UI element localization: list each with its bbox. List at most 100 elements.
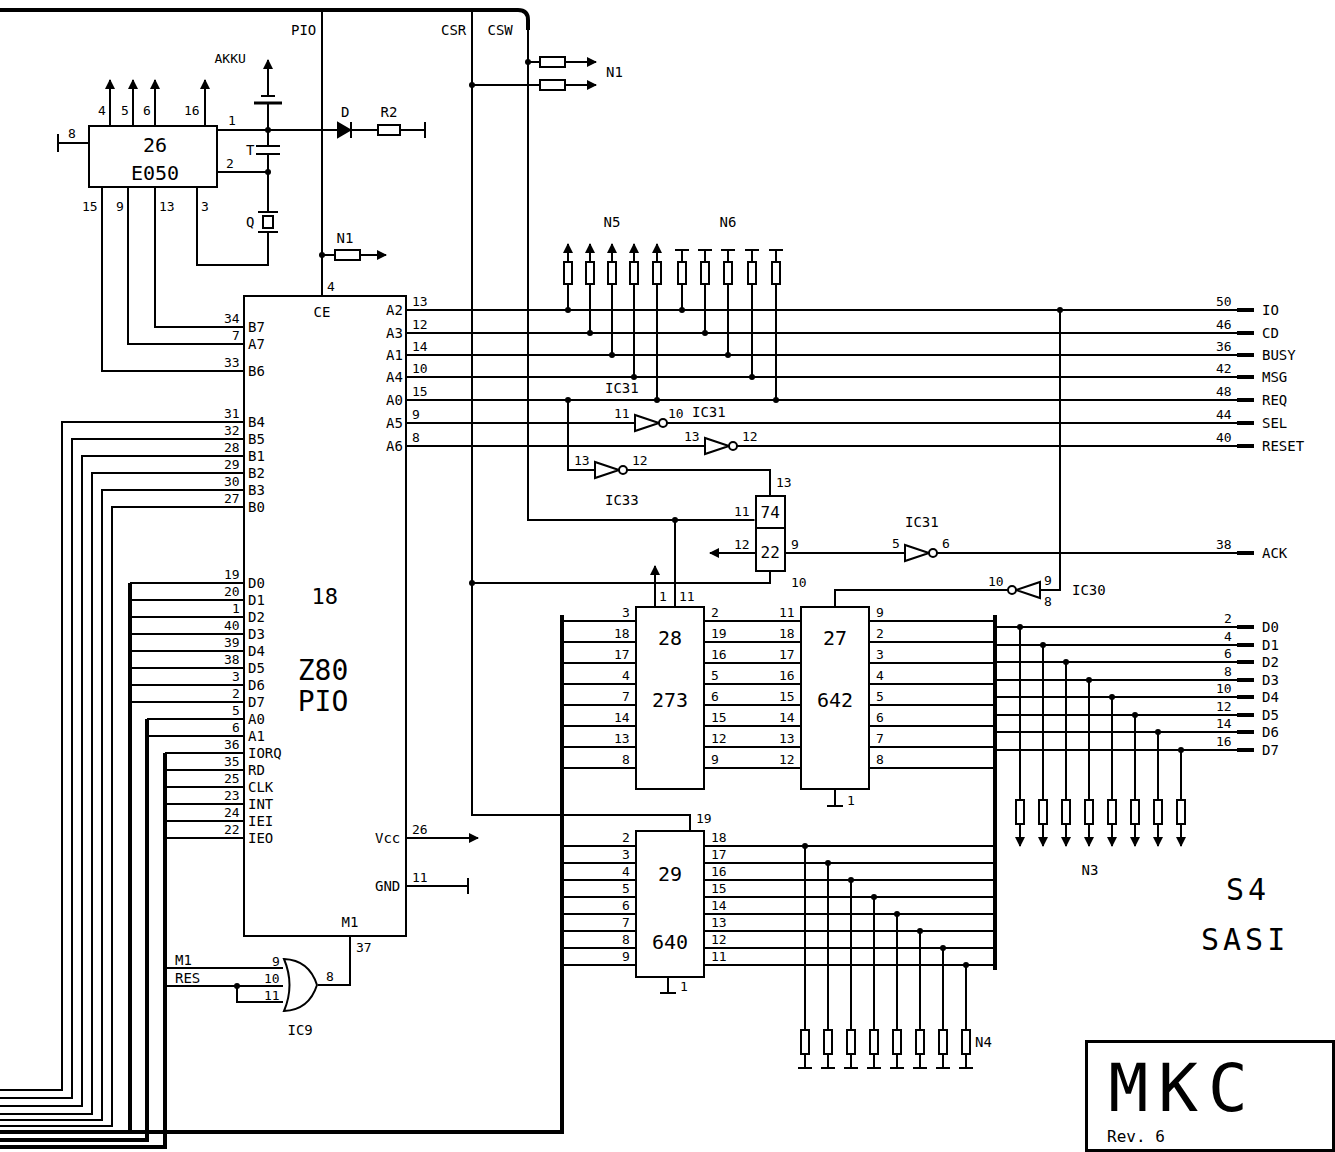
pin-number: 13 xyxy=(412,295,428,308)
pin-number: 37 xyxy=(356,941,372,954)
pin-number: 14 xyxy=(614,711,630,724)
signal-label: D3 xyxy=(248,627,265,641)
junction-dot xyxy=(565,307,571,313)
pin-number: 16 xyxy=(779,669,795,682)
chip-box: 28273 xyxy=(635,606,705,790)
signal-label: CSW xyxy=(488,23,513,37)
chip-label: Rev. 6 xyxy=(1107,1129,1165,1145)
battery-symbol xyxy=(254,102,282,105)
arrow-wire xyxy=(1134,824,1136,846)
pin-number: 2 xyxy=(232,687,240,700)
pin-number: 2 xyxy=(711,606,719,619)
signal-label: IC30 xyxy=(1072,583,1106,597)
chip-label: 27 xyxy=(823,628,847,648)
pin-number: 1 xyxy=(659,590,667,603)
wire xyxy=(870,621,995,768)
pin-number: 13 xyxy=(574,454,590,467)
pin-number: 6 xyxy=(622,899,630,912)
pin-number: 13 xyxy=(776,476,792,489)
signal-label: M1 xyxy=(342,915,359,929)
pin-number: 6 xyxy=(1224,647,1232,660)
signal-label: N3 xyxy=(1082,863,1099,877)
pin-number: 2 xyxy=(226,157,234,170)
signal-label: CLK xyxy=(248,780,273,794)
pin-number: 2 xyxy=(876,627,884,640)
ground-symbol xyxy=(675,250,783,262)
pin-number: 5 xyxy=(876,690,884,703)
pin-number: 15 xyxy=(412,385,428,398)
wire-connector xyxy=(705,725,800,727)
pin-number: 5 xyxy=(232,704,240,717)
junction-dot xyxy=(749,374,755,380)
junction-dot xyxy=(773,397,779,403)
pin-number: 1 xyxy=(232,602,240,615)
resistor-symbol xyxy=(701,262,709,284)
signal-label: RES xyxy=(175,971,200,985)
pin-number: 16 xyxy=(184,104,200,117)
wire xyxy=(407,310,1237,446)
signal-label: A1 xyxy=(386,348,403,362)
pin-number: 20 xyxy=(224,585,240,598)
pin-number: 10 xyxy=(791,576,807,589)
pin-number: 26 xyxy=(412,823,428,836)
pin-number: 6 xyxy=(876,711,884,724)
pin-number: 18 xyxy=(614,627,630,640)
bus-line xyxy=(0,583,995,1147)
pin-number: 8 xyxy=(622,933,630,946)
signal-label: B5 xyxy=(248,432,265,446)
pin-number: 44 xyxy=(1216,408,1232,421)
pin-number: 31 xyxy=(224,407,240,420)
junction-dot xyxy=(469,580,475,586)
pin-number: 12 xyxy=(711,933,727,946)
arrow-wire xyxy=(565,61,596,63)
pin-number: 35 xyxy=(224,755,240,768)
resistor-symbol xyxy=(1039,800,1047,824)
pin-number: 4 xyxy=(98,104,106,117)
signal-label: D0 xyxy=(1262,620,1279,634)
pin-number: 4 xyxy=(327,280,335,293)
pin-number: 29 xyxy=(224,458,240,471)
signal-label: CD xyxy=(1262,326,1279,340)
junction-dot xyxy=(917,928,923,934)
pin-number: 3 xyxy=(232,670,240,683)
signal-label: R2 xyxy=(381,105,398,119)
resistor-symbol xyxy=(724,262,732,284)
pin-number: 11 xyxy=(711,950,727,963)
arrow-wire xyxy=(1088,824,1090,846)
pin-number: 2 xyxy=(622,831,630,844)
signal-label: PIO xyxy=(291,23,316,37)
pin-number: 12 xyxy=(632,454,648,467)
pin-number: 19 xyxy=(696,812,712,825)
pin-number: 16 xyxy=(1216,735,1232,748)
pin-number: 16 xyxy=(711,648,727,661)
pin-number: 36 xyxy=(1216,340,1232,353)
junction-dot xyxy=(1040,642,1046,648)
inverter-symbol xyxy=(905,545,929,561)
pin-number: 9 xyxy=(116,200,124,213)
arrow-wire xyxy=(656,244,658,262)
arrow-wire xyxy=(1157,824,1159,846)
signal-label: B0 xyxy=(248,500,265,514)
resistor-symbol xyxy=(378,125,400,135)
resistor-symbol xyxy=(824,1030,832,1054)
junction-dot xyxy=(525,59,531,65)
gate-symbol xyxy=(1008,586,1016,594)
signal-label: A7 xyxy=(248,337,265,351)
crystal-symbol xyxy=(263,216,273,228)
pin-number: 48 xyxy=(1216,385,1232,398)
wire-connector xyxy=(705,641,800,643)
pin-number: 6 xyxy=(942,537,950,550)
junction-dot xyxy=(1132,712,1138,718)
signal-label: D6 xyxy=(1262,725,1279,739)
pin-number: 3 xyxy=(622,848,630,861)
pin-number: 32 xyxy=(224,424,240,437)
resistor-symbol xyxy=(939,1030,947,1054)
signal-label: A1 xyxy=(248,729,265,743)
signal-label: D7 xyxy=(248,695,265,709)
pin-number: 24 xyxy=(224,806,240,819)
inverter-symbol xyxy=(929,549,937,557)
pin-number: 12 xyxy=(412,318,428,331)
resistor-symbol xyxy=(564,262,572,284)
chip-box: 26E050 xyxy=(88,125,218,188)
signal-label: S4 xyxy=(1226,875,1270,905)
